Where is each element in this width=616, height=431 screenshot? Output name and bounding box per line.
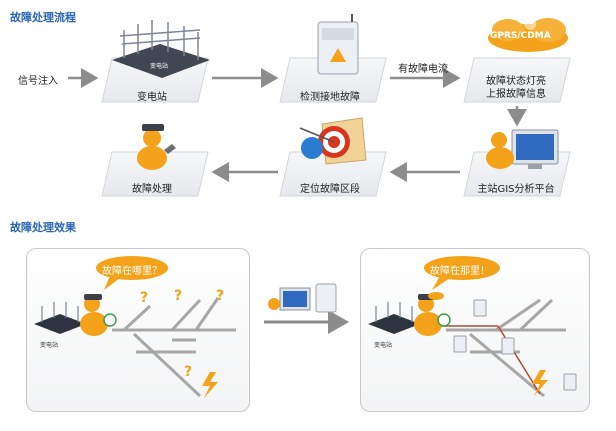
- signal-input-label: 信号注入: [18, 76, 58, 87]
- flow-arrows: [68, 68, 527, 182]
- effect-section-title: 故障处理效果: [10, 221, 76, 234]
- svg-text:?: ?: [174, 288, 182, 304]
- before-bubble-text: 故障在哪里？: [102, 266, 162, 277]
- handle-label: 故障处理: [132, 184, 172, 195]
- before-person-icon: [80, 294, 117, 336]
- after-person-icon: [414, 294, 451, 336]
- gis-label: 主站GIS分析平台: [477, 184, 555, 195]
- before-station-label: 变电站: [40, 342, 59, 349]
- svg-text:?: ?: [216, 288, 224, 304]
- status-box: [463, 57, 571, 103]
- after-station-icon: [368, 302, 420, 334]
- gprs-label: GPRS/CDMA: [490, 31, 551, 41]
- svg-text:?: ?: [184, 364, 192, 380]
- after-bubble-text: 故障在那里！: [430, 266, 490, 277]
- question-mark-icons: ?? ??: [140, 288, 224, 380]
- before-station-icon: [34, 302, 86, 334]
- after-answer-bubble: [424, 256, 500, 300]
- fault-indicator-icons: [453, 299, 577, 391]
- status-label-2: 上报故障信息: [486, 89, 546, 100]
- before-feeder-lines: [112, 297, 236, 398]
- svg-text:变电站: 变电站: [150, 62, 168, 70]
- after-feeder-lines: [446, 298, 566, 398]
- after-station-label: 变电站: [374, 342, 393, 349]
- gis-computer-icon: [486, 129, 559, 169]
- before-fault-bolt-icon: [202, 372, 218, 398]
- handler-person-icon: [137, 124, 176, 170]
- before-question-bubble: [96, 256, 168, 290]
- substation-icon: 变电站: [112, 20, 210, 78]
- after-fault-bolt-icon: [532, 370, 548, 396]
- detect-label: 检测接地故障: [300, 92, 360, 103]
- substation-label: 变电站: [137, 92, 167, 103]
- transfer-devices-icon: [268, 283, 337, 313]
- target-icon: [299, 117, 367, 165]
- gprs-cloud-icon: [488, 18, 568, 52]
- detector-icon: [317, 14, 359, 75]
- status-label-1: 故障状态灯亮: [486, 76, 546, 87]
- process-section-title: 故障处理流程: [10, 11, 76, 24]
- svg-text:?: ?: [140, 290, 148, 306]
- locate-label: 定位故障区段: [300, 184, 360, 195]
- handle-box: [101, 151, 209, 197]
- fault-current-label: 有故障电流: [398, 64, 448, 75]
